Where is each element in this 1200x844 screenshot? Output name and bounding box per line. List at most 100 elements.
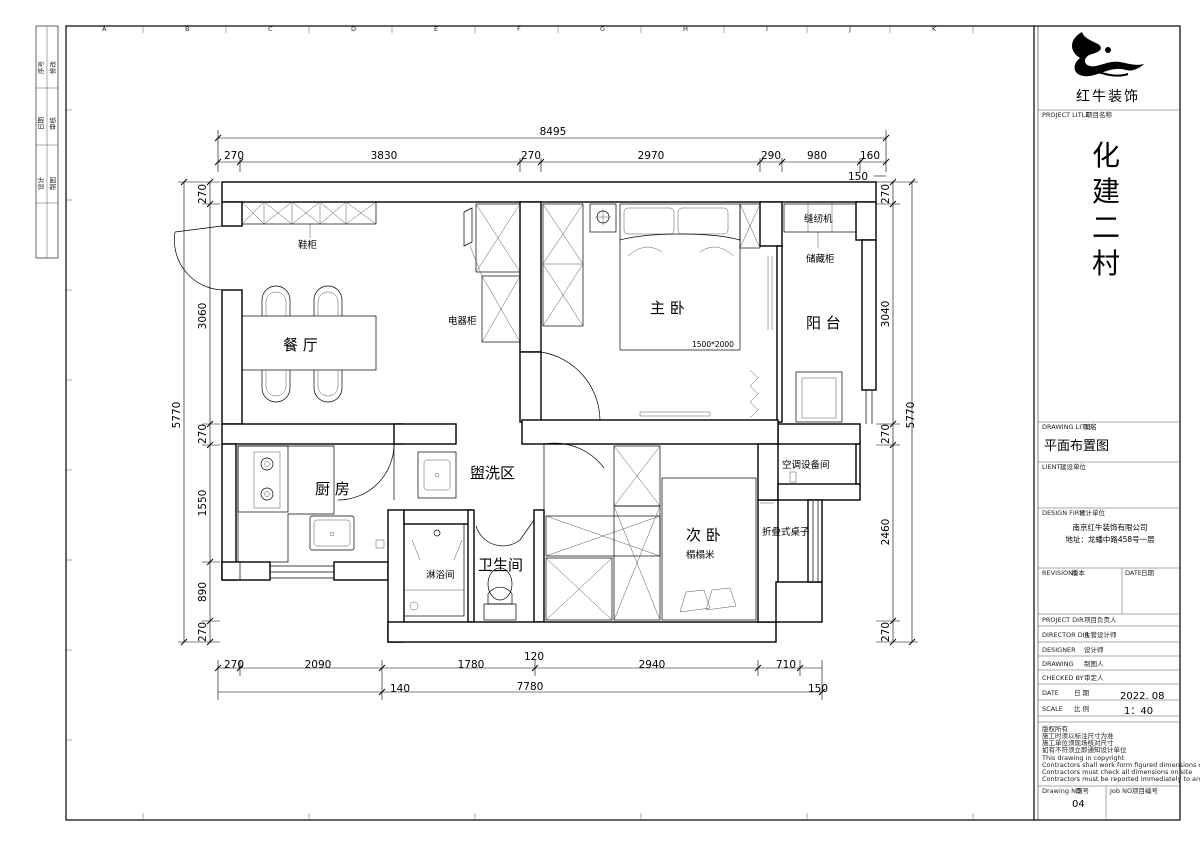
role-label: PROJECT DIR — [1042, 616, 1084, 624]
tatami-icon — [661, 477, 757, 621]
toilet-icon — [483, 567, 517, 621]
role-label: CHECKED BY — [1042, 674, 1084, 682]
note-line: Contractors must check all dimensions on… — [1042, 768, 1192, 776]
dim-left-seg: 270 — [197, 184, 209, 204]
sink-icon — [309, 515, 355, 551]
note-line: 施工时须以标注尺寸为准 — [1042, 731, 1114, 740]
dim-right-seg: 270 — [880, 184, 892, 204]
role-label: DIRECTOR DIR — [1042, 631, 1090, 639]
dim-top-seg: 270 — [521, 150, 541, 162]
tatami-label: 榻榻米 — [686, 549, 715, 561]
grid-letter: B — [185, 25, 189, 33]
drawing-title-label: DRAWING LITLE — [1042, 423, 1093, 431]
note-line: 施工单位须现场核对尺寸 — [1042, 738, 1114, 747]
bedside-lamp-icon — [589, 203, 617, 233]
dim-top-seg: 3830 — [371, 150, 398, 162]
dim-bottom-seg: 2090 — [305, 659, 332, 671]
design-firm-label-cn: 设计单位 — [1079, 508, 1106, 517]
dim-top-seg: 290 — [761, 150, 781, 162]
appliance-cabinet-label: 电器柜 — [448, 315, 477, 327]
dim-right-seg: 270 — [880, 424, 892, 444]
dimensions-bottom: 120 270 2090 1780 2940 710 140 7780 150 — [214, 651, 828, 700]
dim-top-seg: 160 — [860, 150, 880, 162]
dimensions-right: 270 3040 270 2460 270 5770 — [876, 178, 918, 646]
revisions-label-cn: 版本 — [1072, 568, 1086, 577]
project-name-char: 二 — [1092, 211, 1120, 244]
scale-label-cn: 比 例 — [1074, 704, 1089, 713]
project-title-label-cn: 项目名称 — [1086, 110, 1113, 119]
dim-top-seg: 980 — [807, 150, 827, 162]
double-bed-icon — [619, 203, 741, 351]
role-label: DESIGNER — [1042, 646, 1076, 654]
wardrobe-icon — [739, 203, 761, 249]
dim-bottom-seg: 270 — [224, 659, 244, 671]
grid-letter: I — [766, 25, 768, 33]
grid-letters-top: A B C D E F G H I J K — [102, 25, 937, 33]
grid-letter: G — [600, 25, 605, 33]
shower-label: 淋浴间 — [426, 569, 455, 581]
walls — [221, 181, 877, 643]
dim-bottom-seg: 2940 — [639, 659, 666, 671]
project-name-char: 村 — [1092, 247, 1120, 280]
strip-label: 制图 — [48, 177, 57, 190]
company-logo-text: 红牛装饰 — [1076, 89, 1140, 105]
stove-icon — [237, 445, 289, 513]
dim-left-seg: 270 — [197, 622, 209, 642]
strip-label: 审核 — [48, 117, 57, 131]
note-line: 版权所有 — [1042, 724, 1069, 733]
dim-bottom-seg: 710 — [776, 659, 796, 671]
scale-label: SCALE — [1042, 705, 1063, 713]
strip-label: 修改 — [48, 61, 57, 75]
dining-table-icon — [241, 315, 377, 371]
notes-block: 版权所有 施工时须以标注尺寸为准 施工单位须现场核对尺寸 如有不符须立即通知设计… — [1041, 724, 1200, 783]
dining-chair-icon — [261, 285, 343, 403]
shower-icon — [403, 523, 465, 617]
role-value: 审定人 — [1084, 673, 1104, 682]
left-revision-strip: 序号 修改 日期 审核 设计 制图 — [35, 25, 59, 259]
date-label: DATE — [1042, 689, 1059, 697]
bed-size-label: 1500*2000 — [692, 340, 734, 349]
grid-letter: E — [434, 25, 438, 33]
project-name: 化 建 二 村 — [1092, 139, 1120, 280]
appliance-cabinet-icon — [463, 203, 521, 343]
gas-meter-icon — [375, 539, 385, 549]
bedroom-door-icon — [540, 351, 601, 421]
dim-bottom-seg: 1780 — [458, 659, 485, 671]
dim-bottom-left: 140 — [390, 683, 410, 695]
dim-top-seg: 2970 — [638, 150, 665, 162]
role-value: 设计师 — [1084, 645, 1104, 654]
furniture: 鞋柜 电器柜 — [174, 201, 857, 621]
note-line: This drawing in copyright — [1041, 754, 1125, 762]
dim-bottom-mid: 120 — [524, 651, 544, 663]
drawing-title: 平面布置图 — [1044, 439, 1109, 454]
grid-letter: F — [517, 25, 521, 33]
storage-cabinet-label: 储藏柜 — [806, 253, 835, 265]
role-value: 主管设计师 — [1084, 630, 1117, 639]
strip-label: 日期 — [37, 117, 45, 131]
note-line: Contractors shall work form figured dime… — [1042, 761, 1200, 769]
company-full-name: 南京红牛装饰有限公司 — [1073, 522, 1148, 532]
tv-stand-icon — [639, 411, 711, 417]
grid-letter: H — [683, 25, 688, 33]
folding-table-label: 折叠式桌子 — [762, 526, 810, 538]
dim-bottom-right: 150 — [808, 683, 828, 695]
dim-bottom-total: 7780 — [517, 681, 544, 693]
room-label-ac: 空调设备间 — [782, 459, 830, 471]
bathroom-door-icon — [475, 519, 535, 547]
room-label-second-bedroom: 次 卧 — [686, 526, 721, 544]
strip-label: 序号 — [36, 61, 45, 75]
project-name-char: 化 — [1092, 139, 1120, 172]
grid-letter: D — [351, 25, 356, 33]
drawing-title-label-cn: 图名 — [1084, 422, 1097, 431]
date-value: 2022. 08 — [1120, 691, 1165, 702]
client-label-cn: 建设单位 — [1060, 462, 1087, 471]
dim-left-seg: 890 — [197, 582, 209, 602]
curtain-icon — [749, 369, 759, 419]
drawing-no-label-cn: 图号 — [1076, 787, 1090, 795]
company-address: 地址：龙蟠中路458号一层 — [1065, 534, 1155, 544]
pillow-icon — [679, 587, 737, 613]
room-labels: 餐 厅 主 卧 阳 台 厨 房 盥洗区 卫生间 次 卧 空调设备间 榻榻米 淋浴… — [283, 299, 841, 581]
room-label-kitchen: 厨 房 — [315, 480, 350, 498]
sewing-machine-label: 缝纫机 — [804, 213, 833, 225]
grid-letter: K — [932, 25, 937, 33]
